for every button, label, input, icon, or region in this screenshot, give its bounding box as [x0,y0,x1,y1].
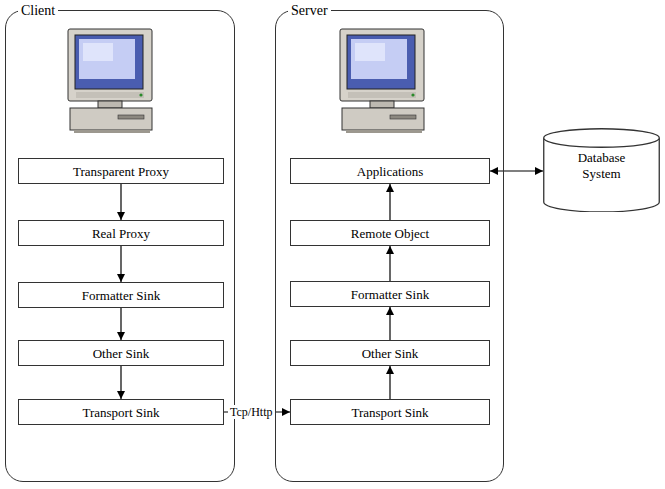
node-label: Remote Object [345,224,435,243]
layer-box: Transparent Proxy [18,158,224,184]
node-label: Real Proxy [86,224,156,243]
connector-arrow [389,184,390,220]
connector-arrow [120,308,121,340]
layer-box: Other Sink [290,340,490,366]
layer-box: Transport Sink [18,399,224,425]
layer-box: Formatter Sink [290,281,490,307]
connector-arrow [120,366,121,399]
cylinder-top [544,129,660,148]
layer-box: Formatter Sink [18,282,224,308]
node-label: Applications [351,162,429,181]
connector-arrow [120,184,121,220]
machine-panel: ClientTransparent ProxyReal ProxyFormatt… [5,10,235,482]
machine-panel: ServerApplicationsRemote ObjectFormatter… [275,10,504,482]
node-label: Other Sink [87,344,156,363]
layer-box: Remote Object [290,220,490,246]
node-label: Formatter Sink [345,285,435,304]
panel-title: Client [18,3,58,19]
connector-arrow [490,170,543,171]
connector-arrow [389,366,390,399]
database-cylinder: Database System [543,128,660,212]
layer-box: Other Sink [18,340,224,366]
node-label: Transport Sink [345,403,434,422]
node-label: Database System [560,128,644,182]
node-label: Transport Sink [76,403,165,422]
client-computer-icon [68,29,152,133]
connector-arrow [389,246,390,281]
connector-arrow [389,307,390,340]
node-label: Transparent Proxy [67,162,175,181]
layer-box: Applications [290,158,490,184]
protocol-label: Tcp/Http [228,405,275,419]
layer-box: Transport Sink [290,399,490,425]
panel-title: Server [288,3,331,19]
connector-arrow [120,246,121,282]
layer-box: Real Proxy [18,220,224,246]
server-computer-icon [340,29,424,133]
node-label: Formatter Sink [76,286,166,305]
node-label: Other Sink [356,344,425,363]
